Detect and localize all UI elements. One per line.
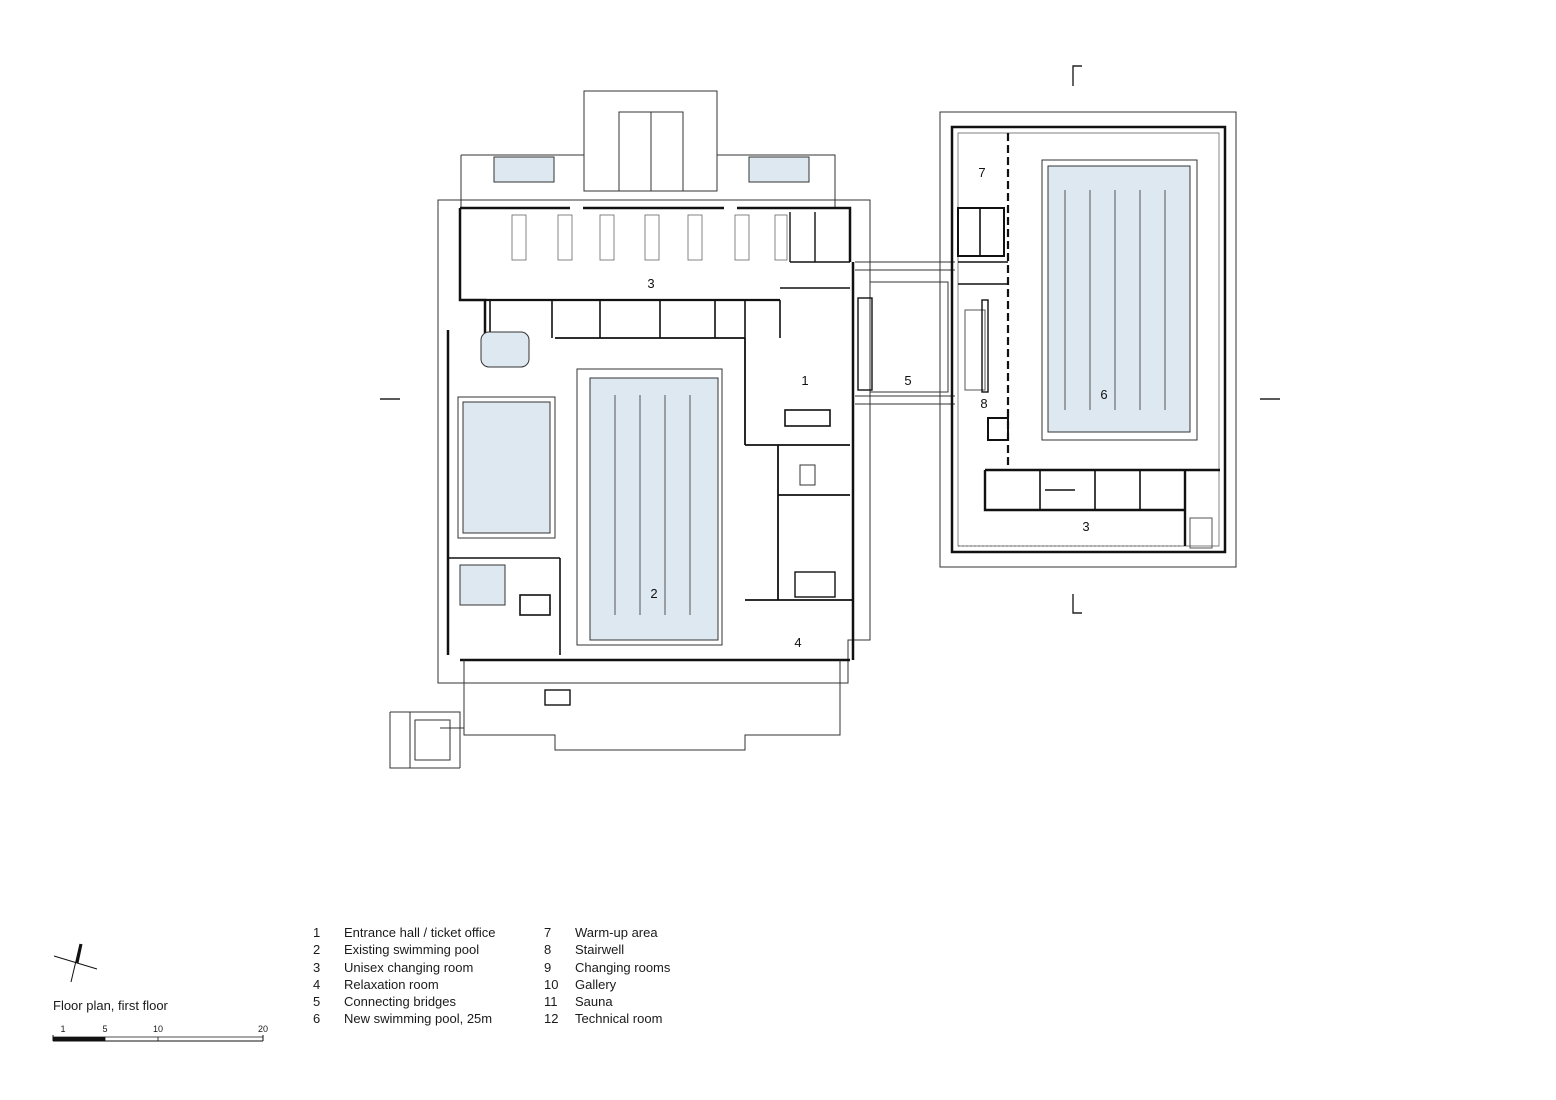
room-number-4: 4 — [794, 635, 802, 650]
section-markers — [380, 65, 1280, 614]
room-number-7: 7 — [978, 165, 986, 180]
room-number-3-old: 3 — [647, 276, 655, 291]
room-number-5: 5 — [904, 373, 912, 388]
scale-label-20: 20 — [257, 1024, 269, 1034]
scale-label-1: 1 — [60, 1024, 66, 1034]
room-number-1: 1 — [801, 373, 809, 388]
room-number-2: 2 — [650, 586, 658, 601]
new-building — [939, 111, 1237, 568]
room-number-3-new: 3 — [1082, 519, 1090, 534]
scale-label-5: 5 — [102, 1024, 108, 1034]
plan-caption: Floor plan, first floor — [53, 998, 168, 1013]
room-number-8: 8 — [980, 396, 988, 411]
connecting-bridges — [855, 261, 955, 405]
scale-label-10: 10 — [152, 1024, 164, 1034]
old-building — [389, 90, 871, 769]
north-arrow-icon — [53, 943, 98, 983]
scale-bar — [52, 1035, 264, 1042]
room-number-6: 6 — [1100, 387, 1108, 402]
